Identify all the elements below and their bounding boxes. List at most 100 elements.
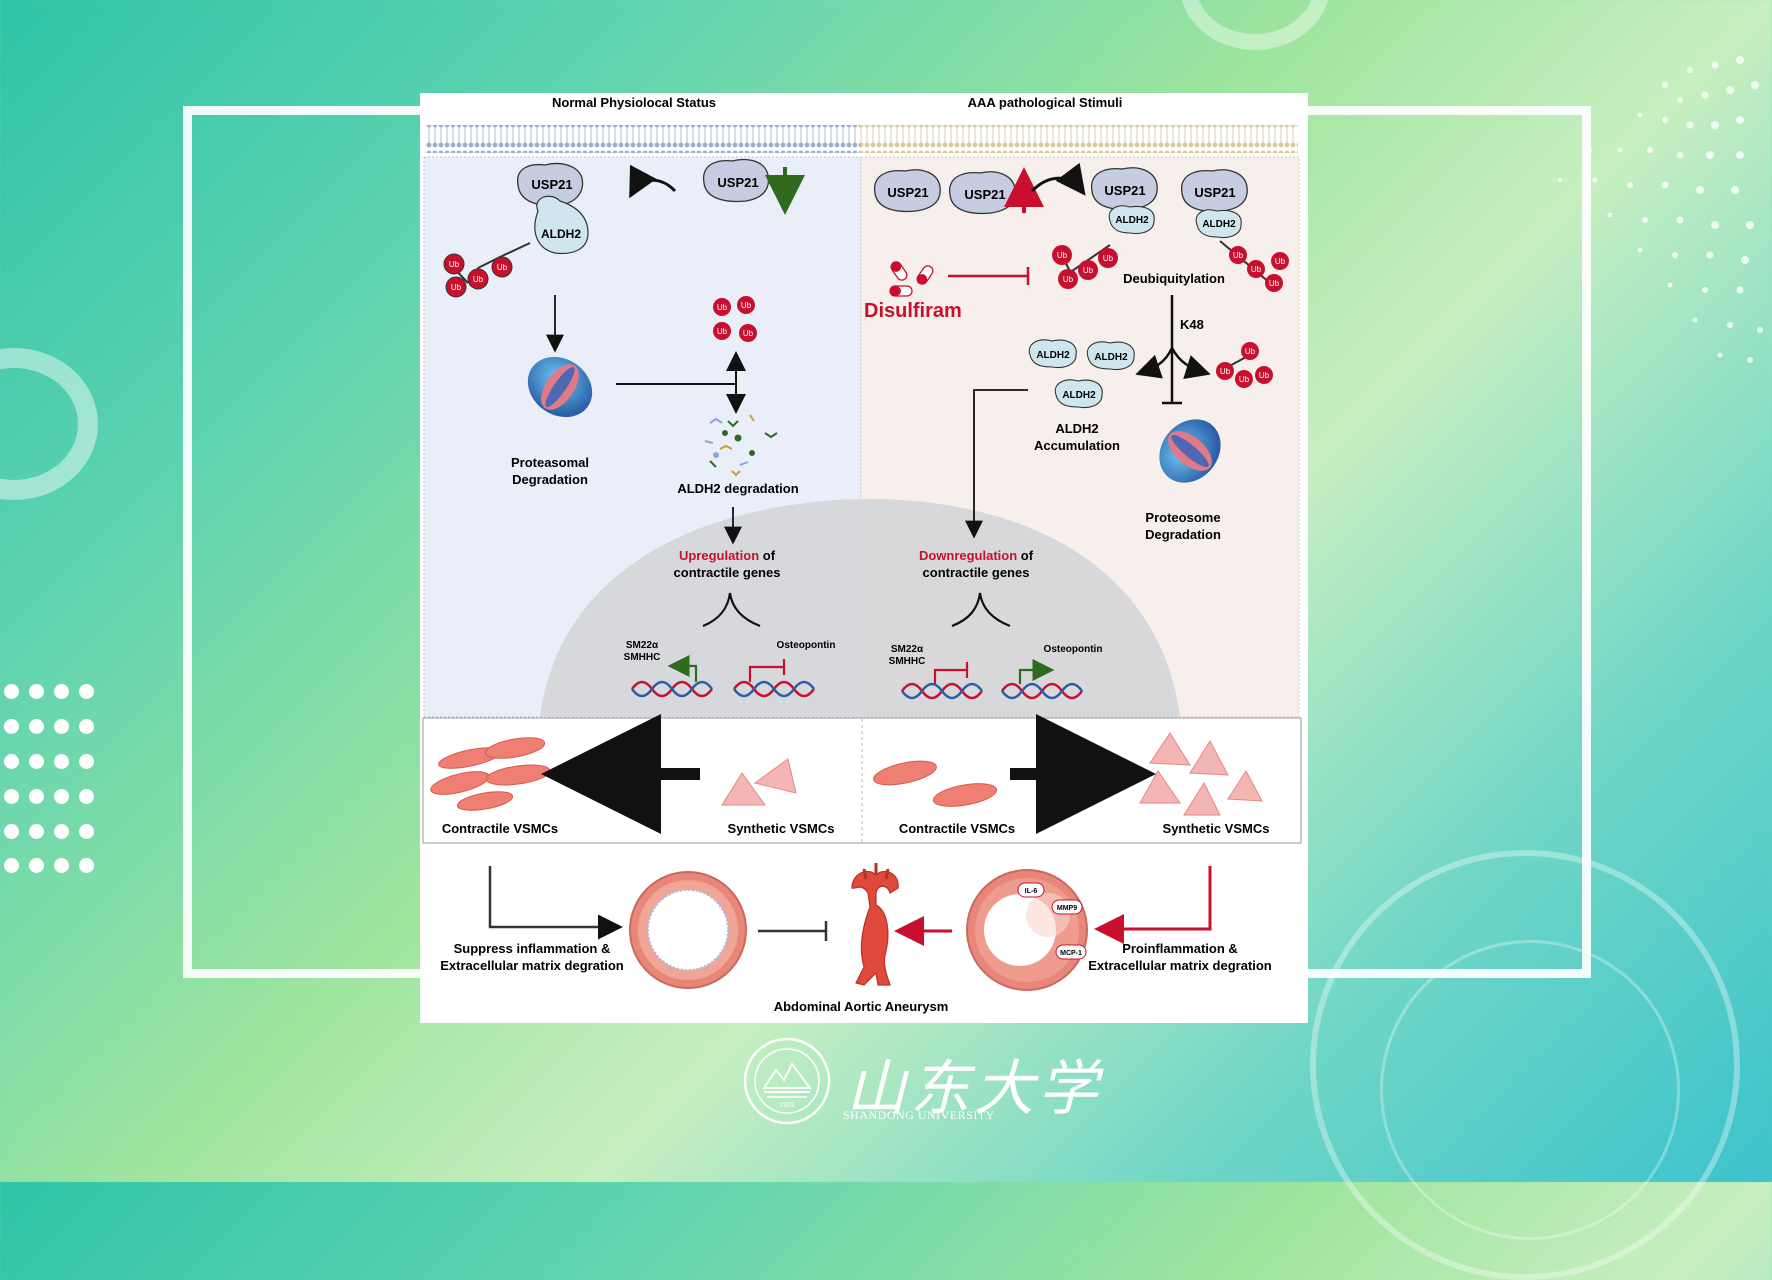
svg-text:Ub: Ub — [1251, 265, 1262, 274]
svg-text:USP21: USP21 — [1194, 185, 1235, 200]
proteasome-left — [527, 356, 593, 418]
svg-text:Ub: Ub — [717, 327, 728, 336]
upregulation-label: Upregulation of — [679, 548, 776, 563]
usp21-right-1: USP21 — [874, 169, 941, 213]
right-title: AAA pathological Stimuli — [968, 95, 1123, 110]
usp21-right-2: USP21 — [949, 171, 1016, 215]
contractile-genes-label-left: contractile genes — [674, 565, 781, 580]
svg-text:Ub: Ub — [1220, 367, 1231, 376]
svg-text:ALDH2: ALDH2 — [1094, 352, 1128, 363]
contractile-genes-label-right: contractile genes — [923, 565, 1030, 580]
proteosome-label-1: Proteosome — [1145, 510, 1220, 525]
svg-text:Ub: Ub — [473, 275, 484, 284]
svg-text:ALDH2: ALDH2 — [541, 227, 581, 241]
suppress-label-2: Extracellular matrix degration — [440, 958, 624, 973]
contractile-cells-right — [873, 760, 998, 807]
downregulation-label: Downregulation of — [919, 548, 1034, 563]
osteopontin-left: Osteopontin — [777, 640, 836, 651]
aldh2-accumulation-label-1: ALDH2 — [1055, 421, 1098, 436]
fork-arrow-left — [702, 592, 761, 628]
aaa-label: Abdominal Aortic Aneurysm — [774, 999, 949, 1014]
k48-label: K48 — [1180, 317, 1204, 332]
dna-left-1 — [630, 680, 714, 698]
svg-text:USP21: USP21 — [964, 187, 1005, 202]
inhibit-aaa — [758, 921, 828, 941]
seal-year: 1901 — [779, 1102, 795, 1109]
curved-arrow-right — [1030, 162, 1086, 196]
svg-text:ALDH2: ALDH2 — [1062, 390, 1096, 401]
synthetic-label-right: Synthetic VSMCs — [1163, 821, 1270, 836]
dot-grid-left — [4, 684, 94, 874]
sm22-left: SM22α — [626, 640, 659, 651]
synthetic-cells-right — [1139, 732, 1263, 816]
svg-text:Ub: Ub — [1063, 275, 1074, 284]
proinflammation-label-1: Proinflammation & — [1122, 941, 1238, 956]
promoter-block-left-red — [748, 659, 786, 682]
ring-decoration-top — [1180, 0, 1330, 50]
synthetic-cells-left — [721, 758, 797, 806]
svg-text:Ub: Ub — [1083, 266, 1094, 275]
ubiquitin-chain-right-1: Ub Ub Ub Ub — [1052, 244, 1118, 289]
curved-arrow-left — [629, 164, 677, 199]
ring-decoration-bottom-right-2 — [1380, 940, 1680, 1240]
usp21-aldh2-complex-left: USP21 ALDH2 — [517, 162, 589, 255]
diagram-svg: Normal Physiolocal Status AAA pathologic… — [422, 95, 1302, 1014]
dot-pattern-right — [1558, 56, 1763, 363]
proteasomal-label-2: Degradation — [512, 472, 588, 487]
mcp1-label: MCP-1 — [1060, 950, 1082, 957]
svg-text:USP21: USP21 — [717, 175, 758, 190]
degraded-fragments — [704, 414, 778, 477]
usp21-aldh2-right-1: USP21 ALDH2 — [1091, 167, 1158, 235]
suppress-label-1: Suppress inflammation & — [454, 941, 611, 956]
svg-text:Ub: Ub — [1259, 371, 1270, 380]
inflamed-vessel: IL-6 MMP9 MCP-1 — [966, 869, 1088, 991]
k48-left-branch — [1135, 347, 1174, 379]
university-name-en: SHANDONG UNIVERSITY — [843, 1108, 995, 1122]
il6-label: IL-6 — [1025, 888, 1038, 895]
university-name-cn: 山东大学 — [846, 1054, 1102, 1124]
healthy-vessel — [629, 871, 747, 989]
svg-text:USP21: USP21 — [887, 185, 928, 200]
svg-text:ALDH2: ALDH2 — [1115, 215, 1149, 226]
svg-text:Ub: Ub — [741, 301, 752, 310]
dna-left-2 — [732, 680, 816, 698]
k48-right-branch — [1170, 347, 1211, 379]
svg-text:Ub: Ub — [1239, 375, 1250, 384]
dna-right-1 — [900, 682, 984, 700]
mmp9-label: MMP9 — [1057, 905, 1077, 912]
diagram-card: Normal Physiolocal Status AAA pathologic… — [420, 93, 1308, 1023]
fork-arrow-right — [951, 592, 1011, 628]
contractile-cells-left — [430, 737, 551, 811]
pill-icons — [889, 261, 934, 297]
aorta-aneurysm — [851, 863, 899, 986]
ubiquitin-cluster-left: Ub Ub Ub Ub — [713, 296, 757, 342]
arrow-to-genes-right — [965, 389, 1028, 539]
svg-text:ALDH2: ALDH2 — [1036, 350, 1070, 361]
smhhc-right: SMHHC — [889, 656, 926, 667]
svg-text:USP21: USP21 — [1104, 183, 1145, 198]
aldh2-accumulation-group: ALDH2 ALDH2 ALDH2 — [1028, 339, 1135, 409]
arrow-to-healthy-vessel — [488, 866, 623, 940]
svg-text:Ub: Ub — [1103, 254, 1114, 263]
aldh2-accumulation-label-2: Accumulation — [1034, 438, 1120, 453]
smhhc-left: SMHHC — [624, 652, 661, 663]
svg-text:ALDH2: ALDH2 — [1202, 219, 1236, 230]
membrane-left — [425, 125, 860, 153]
disulfiram-label: Disulfiram — [864, 300, 962, 322]
svg-text:Ub: Ub — [1245, 347, 1256, 356]
proteosome-right — [1159, 419, 1221, 483]
aldh2-degradation-label: ALDH2 degradation — [677, 481, 798, 496]
svg-text:Ub: Ub — [451, 283, 462, 292]
contractile-label-left: Contractile VSMCs — [442, 821, 558, 836]
usp21-aldh2-right-2: USP21 ALDH2 — [1181, 169, 1248, 239]
university-seal: 1901 — [743, 1037, 831, 1125]
promoter-arrow-right-green — [1018, 659, 1055, 684]
deubiquitylation-label: Deubiquitylation — [1123, 271, 1225, 286]
proinflammation-label-2: Extracellular matrix degration — [1088, 958, 1272, 973]
dna-right-2 — [1000, 682, 1084, 700]
ring-decoration-left — [0, 348, 98, 500]
svg-text:USP21: USP21 — [531, 177, 572, 192]
svg-text:Ub: Ub — [1057, 251, 1068, 260]
svg-text:Ub: Ub — [1233, 251, 1244, 260]
svg-text:Ub: Ub — [743, 329, 754, 338]
